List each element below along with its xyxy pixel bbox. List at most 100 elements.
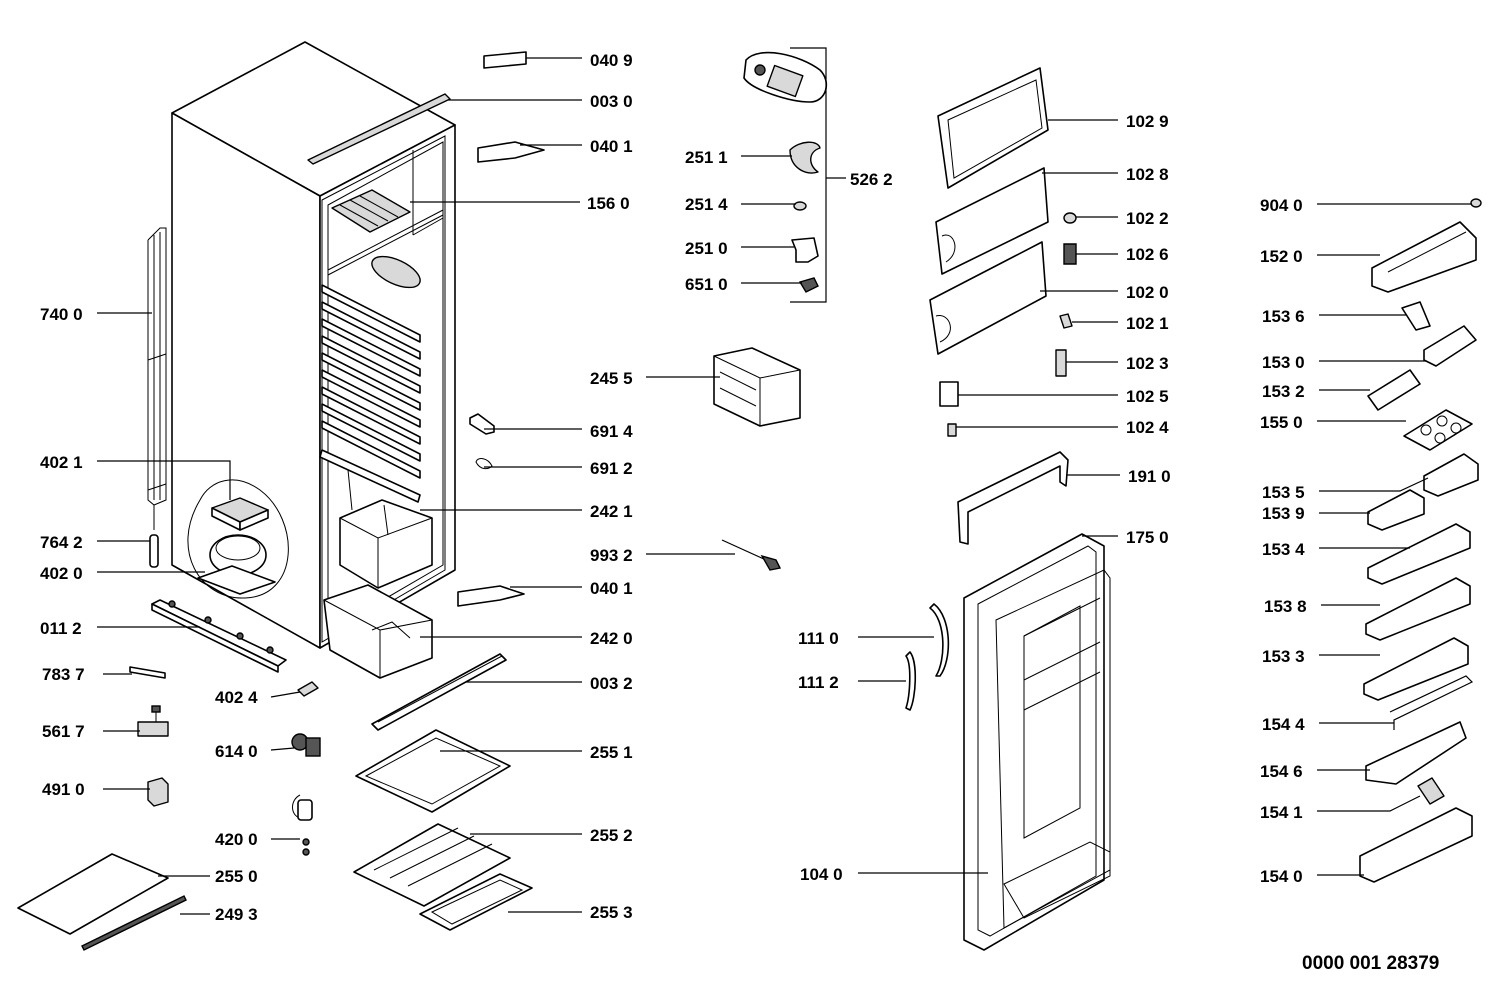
handle-cover-1112 [905, 651, 917, 711]
freezer-flap-1028 [935, 167, 1049, 275]
callout-label-c1110: 111 0 [798, 629, 839, 648]
callout-label-c1532: 153 2 [1262, 382, 1305, 401]
callout-label-c2514: 251 4 [685, 195, 728, 214]
capacitor-4200 [292, 794, 313, 856]
refrigerator-door-1040 [963, 533, 1111, 951]
rack-1538 [1365, 577, 1471, 641]
cover-2553 [419, 873, 533, 931]
strip-2493 [81, 895, 187, 951]
callout-label-c9932: 993 2 [590, 546, 633, 565]
callout-label-c5617: 561 7 [42, 722, 85, 741]
callout-label-c1040: 104 0 [800, 865, 843, 884]
bracket-0409 [483, 51, 527, 69]
callout-label-c2455: 245 5 [590, 369, 633, 388]
callout-label-c2510: 251 0 [685, 239, 728, 258]
part-1541 [1417, 777, 1445, 805]
handle-1110 [929, 603, 950, 677]
callout-label-c0401a: 040 1 [590, 137, 633, 156]
part-1023 [1055, 349, 1067, 377]
callout-label-c4021: 402 1 [40, 453, 83, 472]
callout-label-c6510: 651 0 [685, 275, 728, 294]
cover-1532 [1367, 369, 1421, 411]
callout-label-c4024: 402 4 [215, 688, 258, 707]
callout-label-c1560: 156 0 [587, 194, 630, 213]
part-4910 [147, 777, 169, 807]
hinge-6912 [475, 458, 493, 470]
callout-label-c0112: 011 2 [40, 619, 82, 638]
hinge-6914 [469, 413, 495, 435]
strip-0032 [371, 653, 507, 731]
leader-line-c4021 [97, 460, 231, 500]
leader-line-c1541 [1317, 795, 1421, 812]
crisper-drawer-lower [323, 584, 433, 679]
rack-1533 [1363, 637, 1469, 701]
callout-label-c1539: 153 9 [1262, 504, 1305, 523]
callout-label-c1029: 102 9 [1126, 112, 1169, 131]
part-1024 [947, 423, 957, 437]
callout-label-c1534: 153 4 [1262, 540, 1305, 559]
callout-label-c1025: 102 5 [1126, 387, 1169, 406]
callout-label-c6914: 691 4 [590, 422, 633, 441]
callout-label-c1750: 175 0 [1126, 528, 1169, 547]
part-9040 [1470, 198, 1482, 208]
part-1021 [1059, 313, 1073, 329]
callout-label-c1520: 152 0 [1260, 247, 1303, 266]
door-frame-1910 [957, 451, 1069, 545]
callout-label-c1540: 154 0 [1260, 867, 1303, 886]
frame-2455 [713, 347, 801, 427]
bracket-0401b [457, 585, 525, 607]
callout-label-c7837: 783 7 [42, 665, 85, 684]
callout-label-c7400: 740 0 [40, 305, 83, 324]
crisper-drawer-upper [339, 499, 433, 589]
callout-label-c6140: 614 0 [215, 742, 258, 761]
callout-label-c5262: 526 2 [850, 170, 893, 189]
base-rail [151, 599, 287, 673]
callout-label-c2493: 249 3 [215, 905, 258, 924]
rod-7837 [129, 666, 166, 679]
condenser [147, 227, 167, 530]
leader-line-c6140 [270, 747, 295, 751]
cable-9932 [721, 539, 782, 571]
part-2514 [793, 201, 807, 211]
callout-label-c1533: 153 3 [1262, 647, 1305, 666]
part-2510 [791, 237, 819, 263]
callout-label-c2552: 255 2 [590, 826, 633, 845]
callout-label-c4020: 402 0 [40, 564, 83, 583]
thermostat-housing-5262 [743, 51, 828, 103]
evaporator-grid [331, 189, 411, 233]
callout-label-c2551: 255 1 [590, 743, 633, 762]
callout-label-c6912: 691 2 [590, 459, 633, 478]
callout-label-c1541: 154 1 [1260, 803, 1303, 822]
rack-1534 [1367, 523, 1471, 585]
part-1536 [1401, 301, 1431, 331]
callout-label-c0032: 003 2 [590, 674, 633, 693]
leader-lines [97, 57, 1472, 915]
callout-label-c4910: 491 0 [42, 780, 85, 799]
part-6140 [291, 733, 321, 757]
callout-label-c9040: 904 0 [1260, 196, 1303, 215]
glass-plate-2550 [17, 853, 169, 935]
callout-label-c2420: 242 0 [590, 629, 633, 648]
part-4024 [297, 681, 319, 697]
callout-label-c1544: 154 4 [1262, 715, 1305, 734]
callout-label-c1546: 154 6 [1260, 762, 1303, 781]
thermostat-5617 [137, 705, 169, 737]
part-1022 [1063, 212, 1077, 224]
callout-label-c2553: 255 3 [590, 903, 633, 922]
leader-line-c4024 [270, 691, 301, 698]
shelf-2552 [353, 823, 511, 907]
rack-1539 [1367, 489, 1425, 531]
callout-label-c1028: 102 8 [1126, 165, 1169, 184]
callout-label-c1020: 102 0 [1126, 283, 1169, 302]
callout-label-c1026: 102 6 [1126, 245, 1169, 264]
freezer-flap-1020 [929, 241, 1047, 355]
callout-label-c2421: 242 1 [590, 502, 633, 521]
freezer-flap-frame-1029 [937, 67, 1049, 189]
callout-label-c0409: 040 9 [590, 51, 633, 70]
rack-1535 [1423, 453, 1479, 497]
callout-label-c1535: 153 5 [1262, 483, 1305, 502]
callout-label-c1536: 153 6 [1262, 307, 1305, 326]
group-bracket-5262 [790, 47, 827, 303]
callout-label-c1530: 153 0 [1262, 353, 1305, 372]
